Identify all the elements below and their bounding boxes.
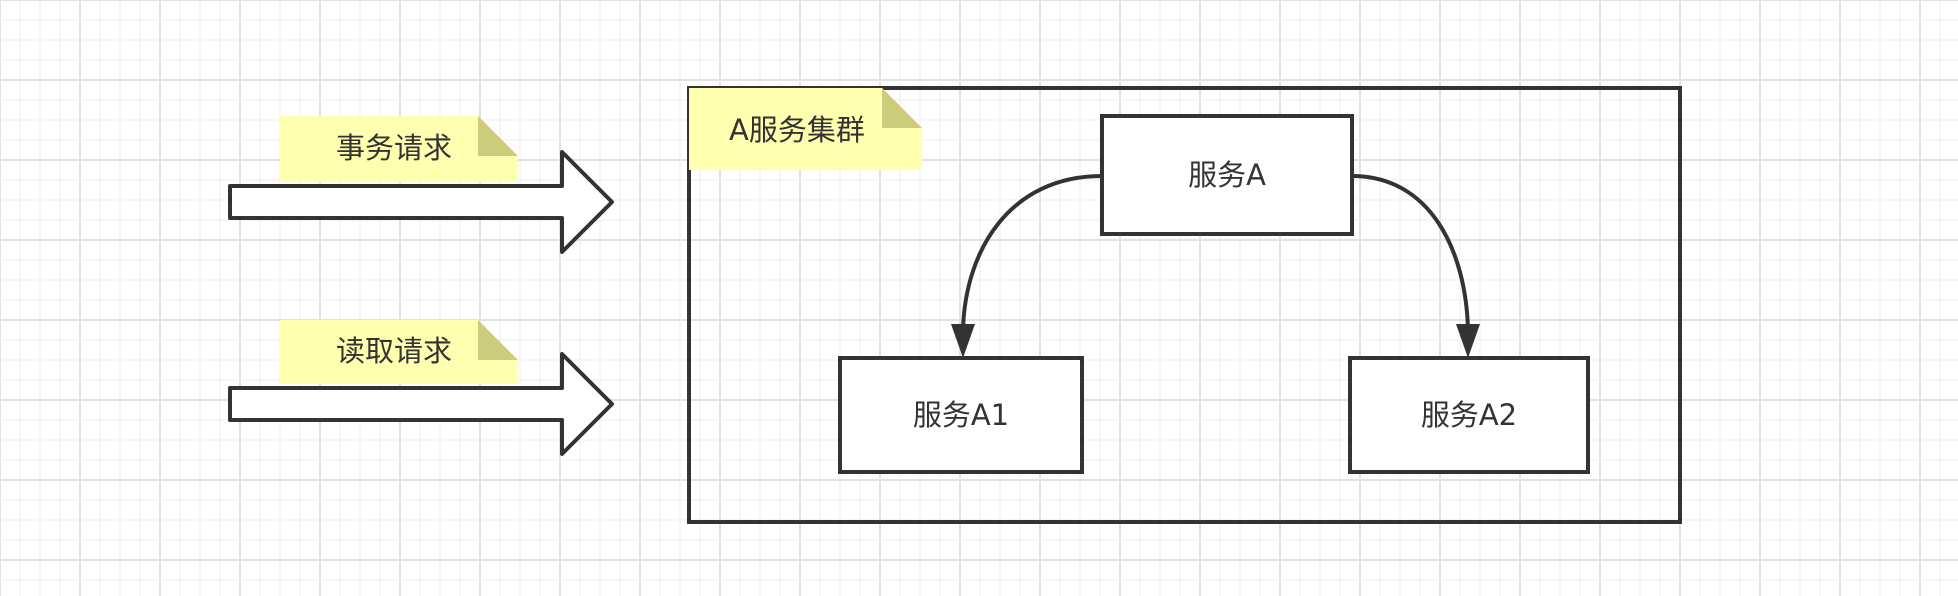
transaction-request-arrow[interactable] — [228, 150, 614, 254]
transaction-request-label: 事务请求 — [336, 131, 452, 165]
service-cluster-note[interactable]: A服务集群 — [689, 88, 922, 170]
service-a1-box[interactable]: 服务A1 — [838, 356, 1084, 474]
connector-a-to-a1[interactable] — [951, 174, 1103, 358]
service-a-box[interactable]: 服务A — [1100, 114, 1354, 236]
connector-a-to-a2[interactable] — [1351, 174, 1480, 358]
read-request-note[interactable]: 读取请求 — [280, 320, 518, 384]
service-a1-label: 服务A1 — [913, 398, 1009, 432]
service-cluster-container[interactable] — [687, 86, 1682, 524]
service-cluster-label: A服务集群 — [729, 113, 865, 147]
transaction-request-note[interactable]: 事务请求 — [280, 116, 518, 182]
service-a2-label: 服务A2 — [1421, 398, 1517, 432]
service-a-label: 服务A — [1188, 158, 1266, 192]
read-request-arrow[interactable] — [228, 352, 614, 456]
service-a2-box[interactable]: 服务A2 — [1348, 356, 1590, 474]
read-request-label: 读取请求 — [336, 334, 452, 368]
